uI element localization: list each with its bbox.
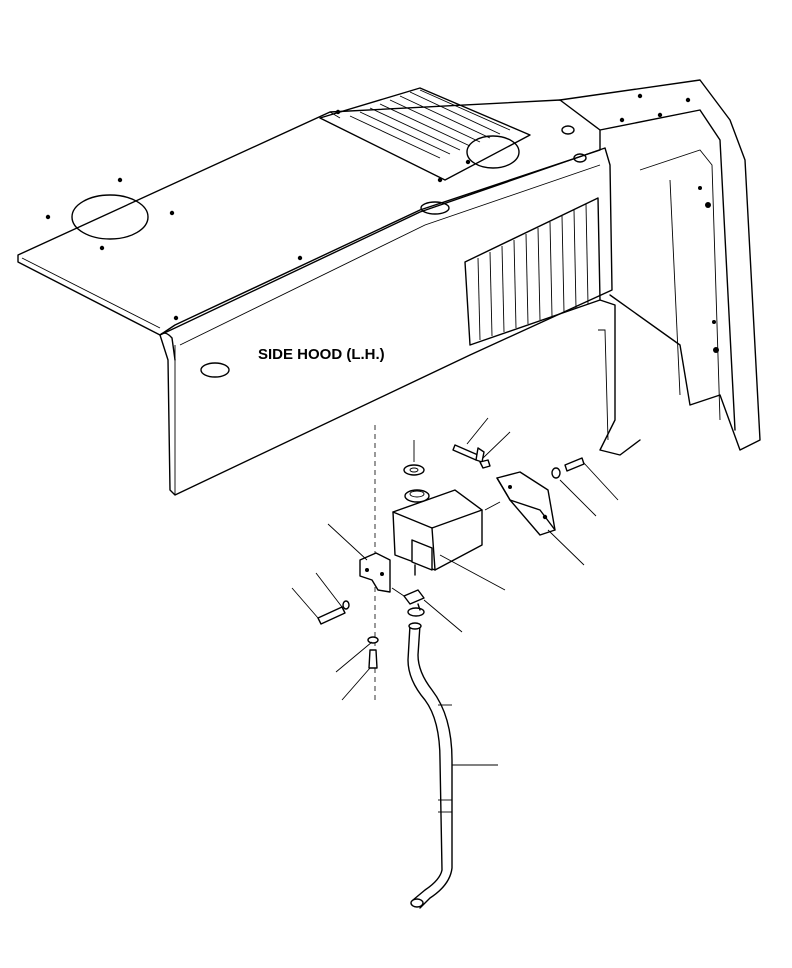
right-bracket — [496, 471, 556, 536]
bolt-upper — [452, 444, 485, 463]
bolt-lower — [367, 636, 379, 669]
cap-washer — [403, 464, 425, 476]
left-bracket — [359, 552, 391, 593]
hose-clamp — [403, 589, 425, 617]
reservoir-tank — [392, 489, 483, 576]
side-hood-label: SIDE HOOD (L.H.) — [258, 346, 385, 363]
bolt-right — [551, 457, 585, 479]
hood-assembly — [17, 79, 761, 496]
nut-upper — [479, 459, 491, 469]
hose — [407, 622, 453, 909]
bolt-left — [317, 600, 350, 625]
leader-lines — [291, 417, 619, 766]
